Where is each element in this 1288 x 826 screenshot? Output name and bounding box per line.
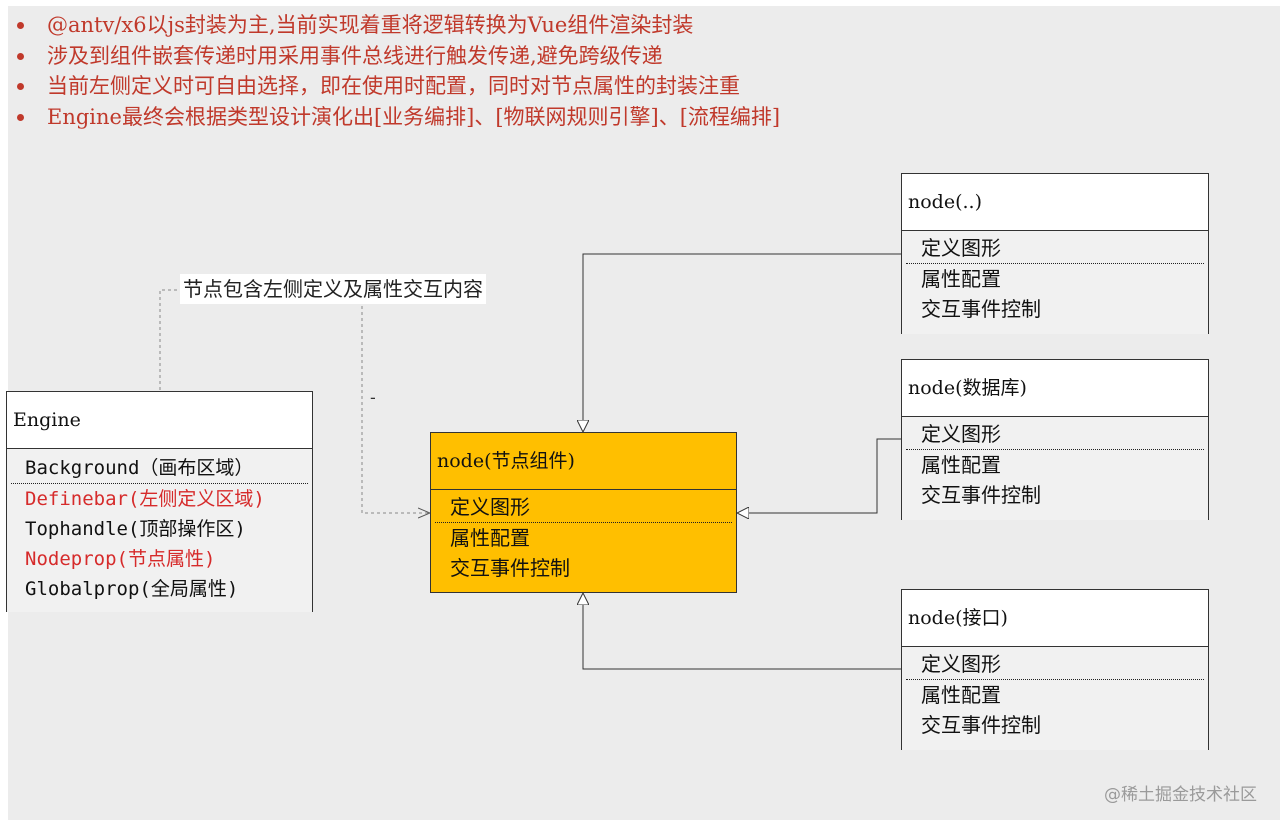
node-content-note: 节点包含左侧定义及属性交互内容: [180, 274, 486, 304]
engine-box: Engine Background（画布区域） Definebar(左侧定义区域…: [6, 391, 313, 612]
node-database-row-events: 交互事件控制: [921, 483, 1041, 507]
engine-row-globalprop: Globalprop(全局属性): [25, 578, 239, 600]
divider: [906, 449, 1204, 450]
node-generic-row-props: 属性配置: [921, 267, 1001, 291]
dash-mark: -: [370, 388, 376, 407]
node-database-row-shape: 定义图形: [921, 422, 1001, 446]
node-generic-row-shape: 定义图形: [921, 236, 1001, 260]
divider: [435, 522, 732, 523]
node-generic-title: node(..): [902, 174, 1208, 231]
divider: [11, 483, 308, 484]
center-node-title: node(节点组件): [431, 433, 736, 490]
engine-body: Background（画布区域） Definebar(左侧定义区域) Topha…: [7, 449, 312, 612]
node-database-title: node(数据库): [902, 360, 1208, 417]
node-interface-row-events: 交互事件控制: [921, 713, 1041, 737]
divider: [906, 263, 1204, 264]
bullet-dot-icon: [17, 52, 24, 60]
node-generic-box: node(..) 定义图形 属性配置 交互事件控制: [901, 173, 1209, 334]
note-link-line: [159, 289, 180, 390]
engine-row-tophandle: Tophandle(顶部操作区): [25, 518, 246, 540]
node-database-row-props: 属性配置: [921, 453, 1001, 477]
node-interface-body: 定义图形 属性配置 交互事件控制: [902, 647, 1208, 750]
center-node-row-props: 属性配置: [450, 526, 530, 550]
engine-row-background: Background（画布区域）: [25, 457, 254, 479]
node-database-body: 定义图形 属性配置 交互事件控制: [902, 417, 1208, 520]
node-interface-row-shape: 定义图形: [921, 652, 1001, 676]
node-database-box: node(数据库) 定义图形 属性配置 交互事件控制: [901, 359, 1209, 520]
center-node-body: 定义图形 属性配置 交互事件控制: [431, 490, 736, 583]
engine-title: Engine: [7, 392, 312, 449]
note-item: 当前左侧定义时可自由选择，即在使用时配置，同时对节点属性的封装注重: [14, 71, 780, 102]
watermark: @稀土掘金技术社区: [1104, 785, 1257, 805]
node-interface-box: node(接口) 定义图形 属性配置 交互事件控制: [901, 589, 1209, 750]
center-node-row-events: 交互事件控制: [450, 556, 570, 580]
node-generic-row-events: 交互事件控制: [921, 297, 1041, 321]
node-interface-row-props: 属性配置: [921, 683, 1001, 707]
note-item: 涉及到组件嵌套传递时用采用事件总线进行触发传递,避免跨级传递: [14, 41, 780, 72]
divider: [906, 679, 1204, 680]
bullet-dot-icon: [17, 83, 24, 90]
center-node-box: node(节点组件) 定义图形 属性配置 交互事件控制: [430, 432, 737, 593]
bullet-dot-icon: [17, 113, 24, 121]
inherit-line-database: [737, 438, 902, 513]
center-node-row-shape: 定义图形: [450, 495, 530, 519]
bullet-dot-icon: [17, 22, 24, 29]
engine-row-nodeprop: Nodeprop(节点属性): [25, 548, 216, 570]
inherit-line-generic: [583, 253, 902, 432]
engine-row-definebar: Definebar(左侧定义区域): [25, 488, 265, 510]
usage-arrow-line: [361, 300, 430, 513]
note-item: Engine最终会根据类型设计演化出[业务编排]、[物联网规则引擎]、[流程编排…: [14, 102, 780, 133]
node-interface-title: node(接口): [902, 590, 1208, 647]
notes-list: @antv/x6以js封装为主,当前实现着重将逻辑转换为Vue组件渲染封装 涉及…: [14, 10, 780, 132]
node-generic-body: 定义图形 属性配置 交互事件控制: [902, 231, 1208, 334]
note-item: @antv/x6以js封装为主,当前实现着重将逻辑转换为Vue组件渲染封装: [14, 10, 780, 41]
inherit-line-interface: [583, 593, 902, 670]
